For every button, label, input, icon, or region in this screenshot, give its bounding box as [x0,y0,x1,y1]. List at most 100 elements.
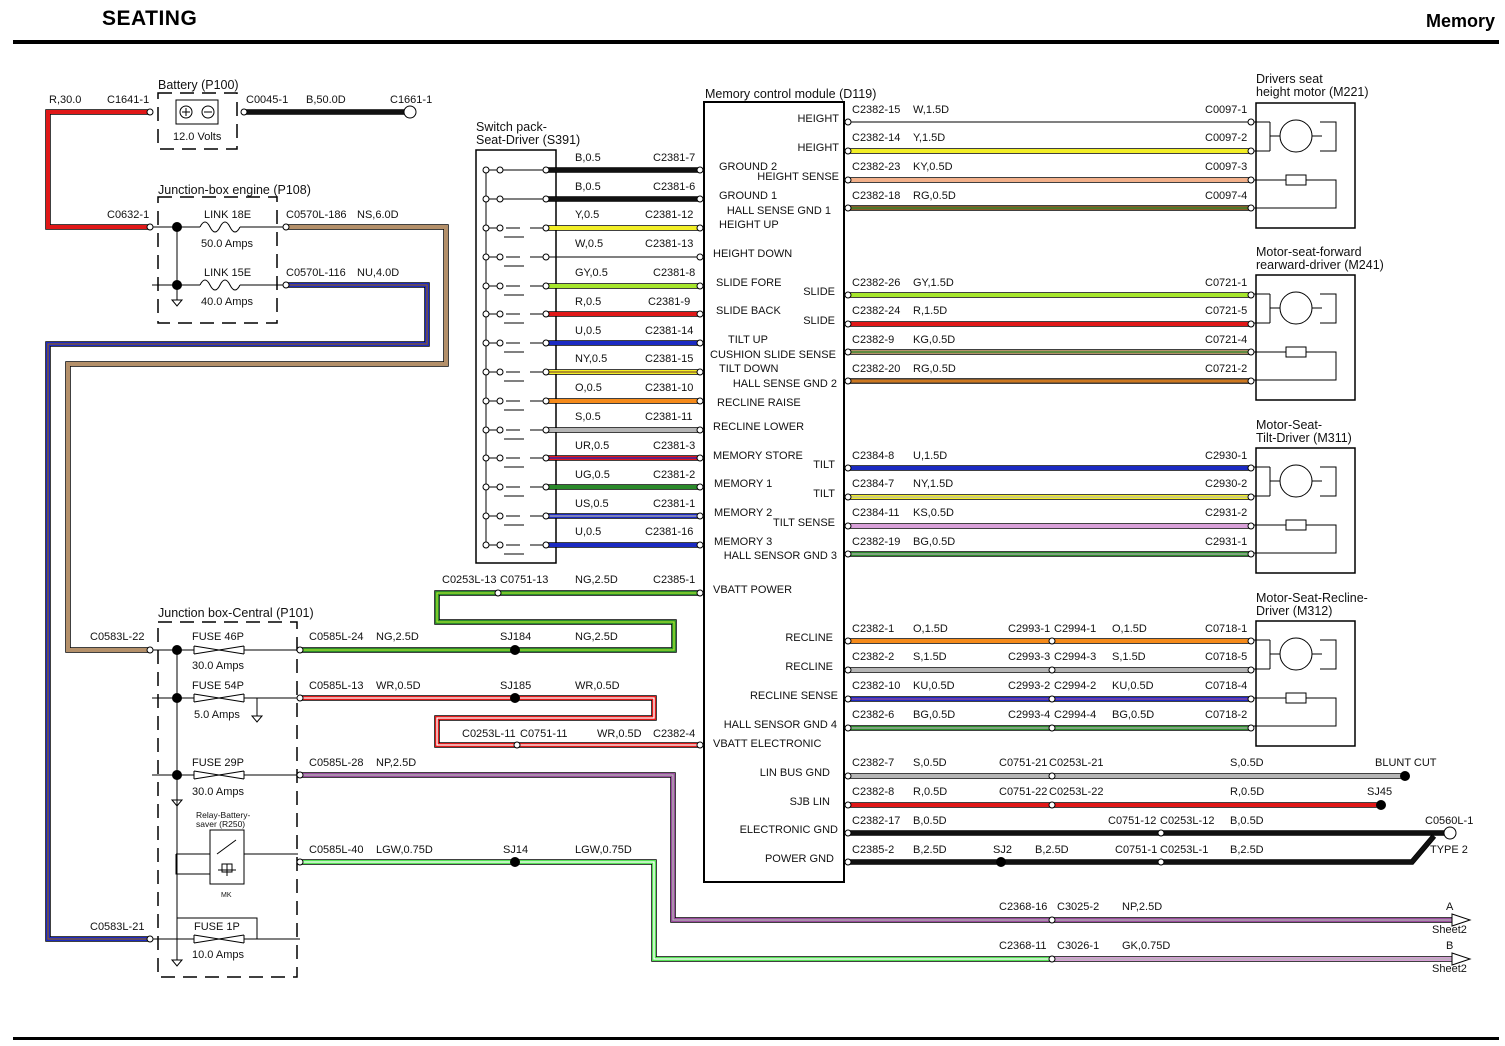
pin-label: HEIGHT DOWN [713,248,792,260]
splice [510,857,520,867]
link-15e-name: LINK 15E [204,267,251,279]
wire-label: R,0.5D [913,786,947,798]
splice [172,770,182,780]
wire-label: C2382-4 [653,728,695,740]
wire-label: R,30.0 [49,94,81,106]
motor-symbols [1251,119,1337,727]
wire-label: B,50.0D [306,94,346,106]
wire-label: Sheet2 [1432,963,1467,975]
wire-label: C0045-1 [246,94,288,106]
wire-label: C2993-4 [1008,709,1050,721]
pin-label: RECLINE RAISE [717,397,801,409]
wire-label: C2994-2 [1054,680,1096,692]
wire-label: C0570L-186 [286,209,347,221]
jbe-title: Junction-box engine (P108) [158,183,311,197]
wire-core [66,225,448,652]
fuse-1p-rating: 10.0 Amps [192,949,244,961]
wire-label: C2382-8 [852,786,894,798]
wire-label: SJ45 [1367,786,1392,798]
pin-label: LIN BUS GND [760,767,830,779]
fuse-symbols [152,221,300,967]
pin-label: ELECTRONIC GND [740,824,838,836]
wire-label: WR,0.5D [376,680,421,692]
splice [996,857,1006,867]
battery-title: Battery (P100) [158,78,239,92]
wire-label: C2382-6 [852,709,894,721]
wire-label: NP,2.5D [1122,901,1162,913]
pin-label: HEIGHT SENSE [757,171,839,183]
connector-pin [844,118,852,126]
wire-label: C1641-1 [107,94,149,106]
connector-pin [1247,522,1255,530]
connector-pin [542,166,550,174]
connector-pin [496,426,504,434]
connector-pin [482,368,490,376]
wire-label: S,1.5D [913,651,947,663]
connector-pin [296,771,304,779]
wire-label: SJ14 [503,844,528,856]
splice [172,693,182,703]
connector-pin [696,310,704,318]
connector-pin [482,426,490,434]
connector-pin [696,368,704,376]
wire-label: O,1.5D [913,623,948,635]
wire-label: R,0.5D [1230,786,1264,798]
wire-label: BG,0.5D [913,536,955,548]
wire-label: C0751-11 [520,728,568,740]
switch-pack-box [475,149,557,564]
wire-label: O,0.5 [575,382,602,394]
wire-label: C2381-11 [645,411,693,423]
connector-pin [496,282,504,290]
pin-label: SLIDE [803,286,835,298]
connector-pin [1247,118,1255,126]
connector-pin [1247,320,1255,328]
wire-label: WR,0.5D [575,680,620,692]
wire-label: C2381-2 [653,469,695,481]
connector-pin [496,483,504,491]
pin-label: MEMORY 2 [714,507,772,519]
wire-core [848,834,1436,864]
wire-label: C2384-7 [852,478,894,490]
wire-label: C0253L-11 [462,728,516,740]
wire-label: C2381-7 [653,152,695,164]
fuse-29p-name: FUSE 29P [192,757,244,769]
connector-points [146,105,1472,966]
connector-pin [542,368,550,376]
pin-label: TILT DOWN [719,363,779,375]
wire-label: NP,2.5D [376,757,416,769]
motor-symbol [1251,464,1337,554]
battery-symbol [175,99,219,125]
ring-terminal [403,105,417,119]
connector-pin [1247,550,1255,558]
wire-label: S,1.5D [1112,651,1146,663]
wire-label: SJ184 [500,631,531,643]
connector-pin [1048,916,1056,924]
pin-label: MEMORY 1 [714,478,772,490]
connector-pin [496,397,504,405]
connector-pin [482,339,490,347]
pin-label: VBATT ELECTRONIC [713,738,821,750]
wire-label: BG,0.5D [1112,709,1154,721]
wire-label: C2930-2 [1205,478,1247,490]
m311-title: Motor-Seat-Tilt-Driver (M311) [1256,418,1352,445]
connector-pin [296,858,304,866]
motor-symbol [1251,291,1337,381]
connector-pin [844,147,852,155]
connector-pin [542,512,550,520]
footer-rule [13,1037,1499,1040]
connector-pin [482,454,490,462]
pin-label: MEMORY STORE [713,450,803,462]
wire-label: C3026-1 [1057,940,1099,952]
pin-label: GROUND 1 [719,190,777,202]
connector-pin [1048,666,1056,674]
pin-label: TILT UP [728,334,768,346]
connector-pin [1247,291,1255,299]
wire-stripe [47,284,428,940]
wire-core [46,110,150,229]
fuse-54p-rating: 5.0 Amps [194,709,240,721]
wire-label: LGW,0.75D [575,844,632,856]
wire-label: C0721-5 [1205,305,1247,317]
wire-label: B,2.5D [1035,844,1069,856]
fuse-46p-rating: 30.0 Amps [192,660,244,672]
